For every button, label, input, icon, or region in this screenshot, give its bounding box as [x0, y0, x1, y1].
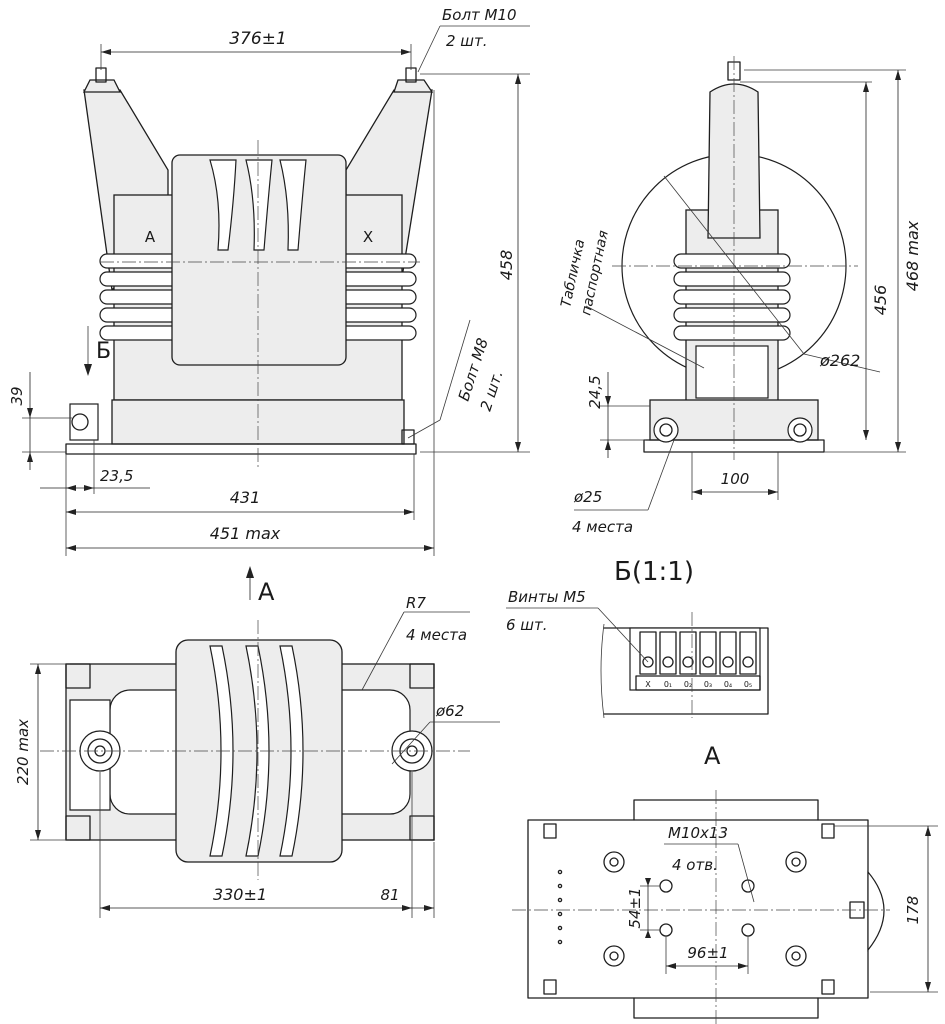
terminal-label-x: X — [363, 228, 373, 246]
front-dimensions: 376±1 Болт М10 2 шт. A X 458 Б Болт М8 2… — [8, 6, 530, 556]
dim-hole-diameter: ø25 — [573, 488, 602, 506]
screw-dots — [557, 869, 563, 945]
bottom-dimensions: M10x13 4 отв. 54±1 96±1 178 — [626, 824, 938, 993]
top-dimensions: R7 4 места ø62 220 max 330±1 81 — [14, 594, 500, 918]
bottom-base-plate — [527, 819, 869, 999]
dim-vertical: 54±1 — [626, 887, 644, 928]
terminal-label-1: 0₁ — [664, 680, 672, 689]
dim-base-height: 39 — [8, 386, 26, 405]
side-view — [612, 56, 858, 460]
holes-qty: 4 отв. — [672, 856, 718, 874]
screws-label: Винты М5 — [508, 588, 586, 606]
terminal-label-a: A — [145, 228, 156, 246]
holes-label: M10x13 — [668, 824, 728, 842]
dim-depth: 220 max — [14, 719, 32, 785]
mounting-holes — [603, 851, 807, 967]
bottom-view-title: A — [704, 742, 721, 770]
dim-height-side: 456 — [871, 285, 890, 316]
detail-b: Б(1:1) X 0₁ 0₂ 0₃ 0₄ 0₅ Винты М5 6 шт. — [506, 557, 769, 719]
left-ribs — [99, 253, 181, 341]
dim-side-base-height: 24,5 — [586, 375, 604, 408]
bolt-bottom-qty: 2 шт. — [477, 368, 507, 413]
terminal-label-4: 0₄ — [724, 680, 732, 689]
dim-horizontal: 96±1 — [687, 944, 728, 962]
dim-base-width: 431 — [230, 488, 261, 507]
dim-end: 81 — [380, 886, 399, 904]
dim-foot-width: 100 — [721, 470, 750, 488]
terminal-label-3: 0₃ — [704, 680, 712, 689]
dim-bushing-diameter: ø62 — [435, 702, 464, 720]
terminal-label-2: 0₂ — [684, 680, 692, 689]
detail-b-title: Б(1:1) — [614, 557, 694, 587]
view-a-arrow: A — [246, 566, 275, 606]
top-view — [40, 620, 470, 880]
terminal-label-5: 0₅ — [744, 680, 752, 689]
dim-span: 330±1 — [213, 885, 267, 904]
bottom-view: A — [512, 742, 890, 1024]
section-mark-b: Б — [96, 339, 111, 364]
threaded-holes — [659, 879, 755, 937]
dim-side: 178 — [904, 896, 922, 925]
dim-total-height: 468 max — [903, 220, 922, 291]
view-a-mark: A — [258, 578, 275, 606]
dim-radius-qty: 4 места — [406, 626, 467, 644]
dim-diameter-262: ø262 — [819, 351, 860, 370]
core — [171, 154, 347, 366]
terminal-label-0: X — [645, 680, 651, 689]
front-view — [65, 67, 434, 470]
dim-radius: R7 — [406, 594, 426, 612]
dim-hole-qty: 4 места — [572, 518, 633, 536]
bolt-top-qty: 2 шт. — [446, 32, 488, 50]
screws-qty: 6 шт. — [506, 616, 548, 634]
dim-width-top: 376±1 — [229, 29, 287, 49]
bolt-top-label: Болт М10 — [442, 6, 517, 24]
dim-offset: 23,5 — [100, 467, 133, 485]
dim-height-front: 458 — [497, 250, 516, 281]
dim-total-width: 451 max — [210, 524, 281, 543]
nameplate — [695, 345, 769, 399]
right-ribs — [335, 253, 417, 341]
